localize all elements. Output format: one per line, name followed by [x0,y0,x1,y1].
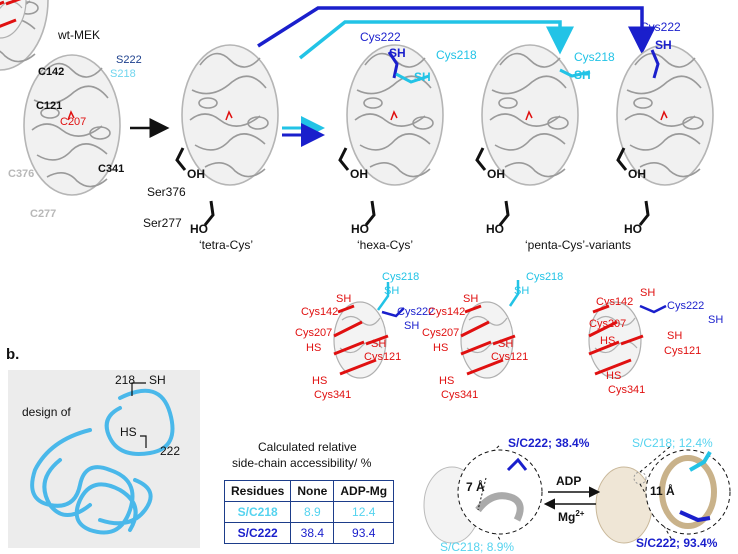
v1-sh-blue: SH [404,320,420,332]
penta2-oh: OH [628,167,646,181]
caption-penta-cys: ‘penta-Cys’-variants [525,238,632,252]
table-header-row: Residues None ADP-Mg [223,480,395,502]
residue-222-label: 222 [160,444,181,458]
design-hs-label: HS [120,425,137,439]
wt-s218-label: S218 [110,68,136,80]
caption-tetra-cys: ‘tetra-Cys’ [199,238,254,252]
v3-cys222: Cys222 [667,300,705,312]
penta-cys218-label: Cys218 [574,50,615,64]
penta-sh-blue: SH [655,38,672,52]
v1-cys222: Cys222 [397,306,435,318]
v3-cys142: Cys142 [596,296,634,308]
residue-218-label: 218 [115,373,136,387]
caption-hexa-cys: ‘hexa-Cys’ [357,238,414,252]
tetra-ho: HO [190,222,208,236]
tetra-oh: OH [187,167,205,181]
v3-cys121: Cys121 [664,345,702,357]
hexa-cys222-label: Cys222 [360,30,401,44]
mg-text: Mg [558,510,576,524]
v3-cys341: Cys341 [608,384,646,396]
zoom-right-distance: 11 Å [650,484,675,498]
wt-mek-title: wt-MEK [58,28,100,42]
v2-sh-121: SH [498,338,514,350]
wt-c277-label: C277 [30,208,57,220]
hexa-ho: HO [351,222,369,236]
v1-hs-207: HS [306,342,322,354]
accessibility-caption-2: side-chain accessibility/ % [232,456,372,470]
row2-none: 38.4 [290,522,335,544]
v3-hs-207: HS [600,335,616,347]
v2-cys218: Cys218 [526,271,564,283]
v1-hs-341: HS [312,375,328,387]
row1-adp: 12.4 [333,501,395,523]
wt-c142-label: C142 [38,66,65,78]
mg-superscript: 2+ [575,509,585,518]
table-row: S/C218 8.9 12.4 [223,501,395,523]
zoom-right-bottom-label: S/C222; 93.4% [636,536,718,550]
v2-cys121: Cys121 [491,351,529,363]
ser376-label: Ser376 [147,185,186,199]
hexa-oh: OH [350,167,368,181]
header-adp: ADP-Mg [333,480,395,502]
wt-c341-label: C341 [98,163,125,175]
wt-c376-label: C376 [8,168,35,180]
zoom-right-top-label: S/C218; 12.4% [632,436,713,450]
zoom-left-bottom-label: S/C218; 8.9% [440,540,515,554]
hexa-sh-cyan: SH [414,70,431,84]
zoom-left-distance: 7 Å [466,480,485,494]
design-of-label: design of [22,405,71,419]
row2-residue: S/C222 [223,522,292,544]
v3-sh-blue: SH [708,314,724,326]
v1-sh-121: SH [371,338,387,350]
v2-sh-cyan: SH [514,285,530,297]
v1-cys207: Cys207 [295,327,333,339]
mg-label: Mg2+ [558,509,584,524]
panel-b-label: b. [6,346,20,363]
ser277-label: Ser277 [143,216,182,230]
penta2-ho: HO [624,222,642,236]
v3-hs-341: HS [606,370,622,382]
v1-sh-142: SH [336,293,352,305]
accessibility-table: Residues None ADP-Mg S/C218 8.9 12.4 S/C… [223,480,395,544]
v2-cys142: Cys142 [428,306,466,318]
design-sh-label: SH [149,373,166,387]
hexa-sh-blue: SH [389,46,406,60]
v3-cys207: Cys207 [589,318,627,330]
table-row: S/C222 38.4 93.4 [223,522,395,544]
v2-hs-207: HS [433,342,449,354]
adp-label: ADP [556,474,582,488]
v1-cys142: Cys142 [301,306,339,318]
row1-none: 8.9 [290,501,335,523]
header-none: None [290,480,335,502]
hexa-cys218-label: Cys218 [436,48,477,62]
penta1-oh: OH [487,167,505,181]
v2-cys341: Cys341 [441,389,479,401]
wt-c121-label: C121 [36,100,63,112]
cyan-connector-arrow [298,20,574,60]
v3-sh-142: SH [640,287,656,299]
penta1-ho: HO [486,222,504,236]
v1-cys121: Cys121 [364,351,402,363]
v2-sh-142: SH [463,293,479,305]
v1-cys218: Cys218 [382,271,420,283]
blue-connector-arrow [257,6,656,55]
wt-c207-label: C207 [60,116,87,128]
v1-cys341: Cys341 [314,389,352,401]
accessibility-caption-1: Calculated relative [258,440,357,454]
penta-sh-cyan: SH [574,68,591,82]
v1-sh-cyan: SH [384,285,400,297]
zoom-left-top-label: S/C222; 38.4% [508,436,590,450]
wt-s222-label: S222 [116,54,142,66]
v3-sh-121: SH [667,330,683,342]
row2-adp: 93.4 [333,522,395,544]
v2-hs-341: HS [439,375,455,387]
v2-cys207: Cys207 [422,327,460,339]
penta-cys222-label: Cys222 [640,20,681,34]
